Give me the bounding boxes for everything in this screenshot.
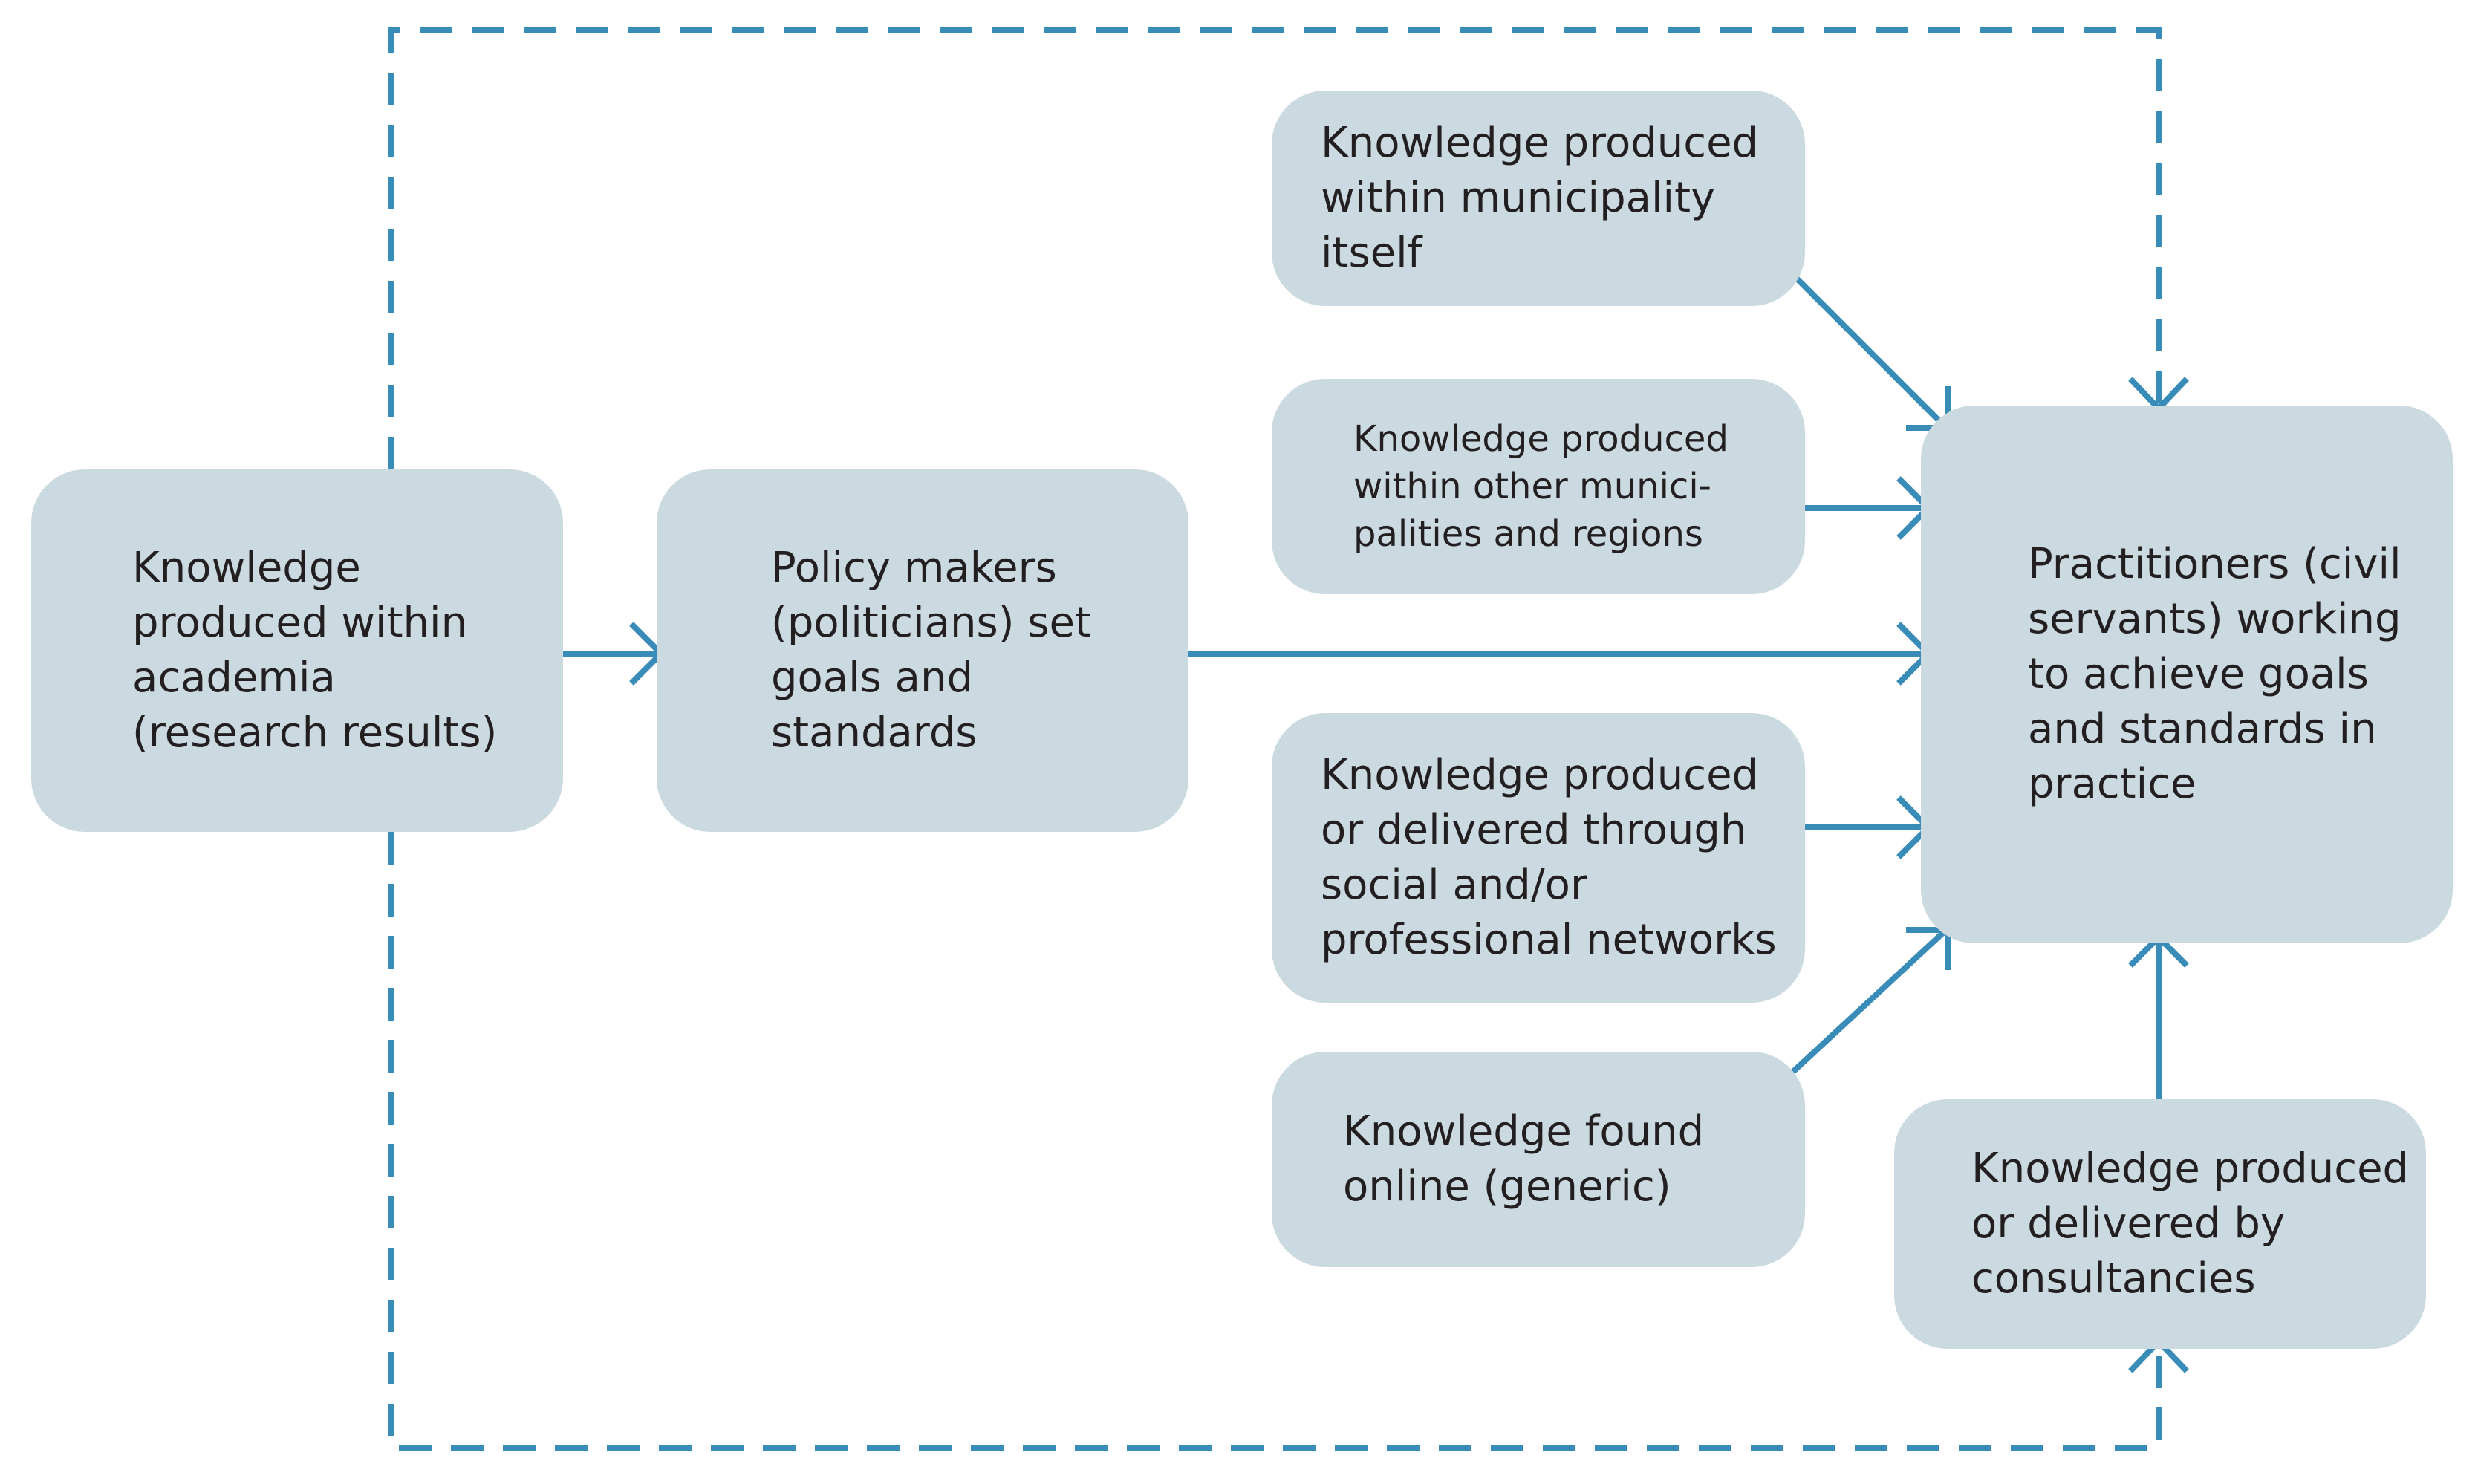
node-networks-label: Knowledge produced or delivered through … xyxy=(1321,751,1777,964)
node-networks: Knowledge produced or delivered through … xyxy=(1272,713,1805,1003)
node-other-municipalities: Knowledge produced within other munici- … xyxy=(1272,379,1805,594)
node-policy-makers: Policy makers (politicians) set goals an… xyxy=(657,469,1188,832)
node-policy-makers-label: Policy makers (politicians) set goals an… xyxy=(771,544,1091,757)
node-practitioners-label: Practitioners (civil servants) working t… xyxy=(2028,540,2401,808)
node-online: Knowledge found online (generic) xyxy=(1272,1052,1805,1267)
node-academia: Knowledge produced within academia (rese… xyxy=(31,469,563,832)
node-municipality: Knowledge produced within municipality i… xyxy=(1272,91,1805,306)
node-consultancies: Knowledge produced or delivered by consu… xyxy=(1894,1099,2426,1349)
dashed-connector-academia-to-practitioners xyxy=(388,27,2162,469)
node-consultancies-label: Knowledge produced or delivered by consu… xyxy=(1971,1145,2410,1303)
connector-municipality-to-practitioners xyxy=(1783,265,1948,430)
node-academia-label: Knowledge produced within academia (rese… xyxy=(132,544,498,757)
node-other-municipalities-label: Knowledge produced within other munici- … xyxy=(1353,418,1729,555)
node-practitioners: Practitioners (civil servants) working t… xyxy=(1921,406,2453,943)
node-online-label: Knowledge found online (generic) xyxy=(1343,1107,1705,1211)
connector-online-to-practitioners xyxy=(1783,928,1948,1081)
node-municipality-label: Knowledge produced within municipality i… xyxy=(1321,119,1759,277)
